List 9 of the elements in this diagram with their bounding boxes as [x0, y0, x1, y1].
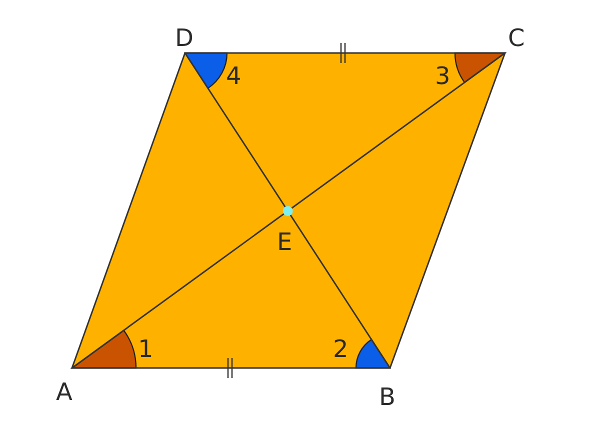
angle-number: 4 — [226, 64, 242, 88]
vertex-label: B — [379, 385, 396, 409]
vertex-label: D — [175, 26, 194, 50]
angle-number: 1 — [138, 337, 154, 361]
point-label: E — [277, 230, 292, 254]
angle-number: 2 — [333, 337, 348, 361]
vertex-label: C — [508, 26, 525, 50]
angle-number: 3 — [435, 64, 450, 88]
vertex-label: A — [56, 380, 72, 404]
